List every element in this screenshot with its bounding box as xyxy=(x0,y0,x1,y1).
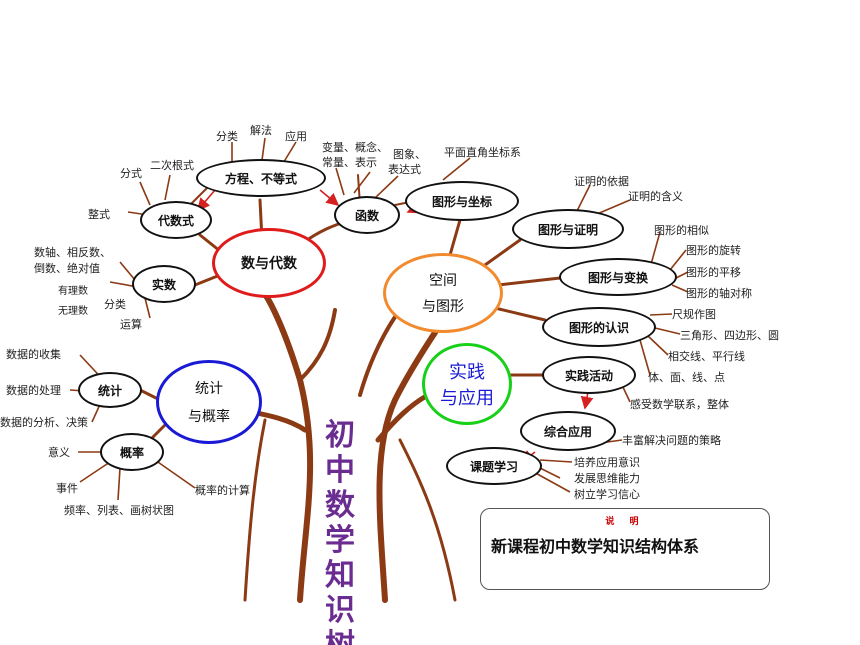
leaf-real-irrational: 无理数 xyxy=(58,306,88,317)
node-figures-recognition: 图形的认识 xyxy=(542,307,656,347)
leaf-real-rational: 有理数 xyxy=(58,286,88,297)
tree-title-char: 知 xyxy=(325,558,355,593)
node-probability: 概率 xyxy=(100,433,164,471)
leaf-proof-basis: 证明的依据 xyxy=(574,175,629,188)
leaf-stat-analyze: 数据的分析、决策 xyxy=(0,416,88,429)
tree-title-char: 数 xyxy=(325,488,355,523)
node-practice-line1: 实践 xyxy=(449,362,485,383)
leaf-stat-process: 数据的处理 xyxy=(6,384,61,397)
leaf-prob-event: 事件 xyxy=(56,482,78,495)
leaf-topic-3: 树立学习信心 xyxy=(574,488,640,501)
leaf-tf-axial: 图形的轴对称 xyxy=(686,287,752,300)
leaf-eq-solution: 解法 xyxy=(250,124,272,137)
node-real-numbers: 实数 xyxy=(132,265,196,303)
description-caption: 说 明 xyxy=(605,517,645,527)
node-space-geometry-line2: 与图形 xyxy=(422,299,464,315)
leaf-rc-lines: 相交线、平行线 xyxy=(668,350,745,363)
tree-title: 初 中 数 学 知 识 树 xyxy=(318,418,362,645)
leaf-fn-3: 图象、 xyxy=(393,148,426,161)
leaf-real-1: 数轴、相反数、 xyxy=(34,246,111,259)
leaf-stat-collect: 数据的收集 xyxy=(6,348,61,361)
leaf-rc-solid: 体、面、线、点 xyxy=(648,371,725,384)
leaf-topic-1: 培养应用意识 xyxy=(574,456,640,469)
tree-title-char: 树 xyxy=(318,628,362,645)
leaf-alg-radical: 二次根式 xyxy=(150,159,194,172)
node-functions: 函数 xyxy=(334,196,400,234)
leaf-fn-1: 变量、概念、 xyxy=(322,141,388,154)
node-number-algebra: 数与代数 xyxy=(212,228,326,298)
leaf-prob-freq: 频率、列表、画树状图 xyxy=(64,504,174,517)
leaf-real-2: 倒数、绝对值 xyxy=(34,262,100,275)
leaf-fn-2: 常量、表示 xyxy=(322,156,377,169)
node-algebraic-expr: 代数式 xyxy=(140,201,212,239)
leaf-real-classify: 分类 xyxy=(104,298,126,311)
node-space-geometry-line1: 空间 xyxy=(429,273,457,289)
leaf-tf-similar: 图形的相似 xyxy=(654,224,709,237)
leaf-act-feel: 感受数学联系，整体 xyxy=(630,398,729,411)
node-figures-transform: 图形与变换 xyxy=(559,258,677,296)
node-practice-application: 实践 与应用 xyxy=(422,343,512,425)
leaf-comp-strategy: 丰富解决问题的策略 xyxy=(622,434,721,447)
leaf-rc-shapes: 三角形、四边形、圆 xyxy=(680,329,779,342)
node-equations: 方程、不等式 xyxy=(196,159,326,197)
node-stats-line1: 统计 xyxy=(195,381,223,397)
node-practice-activity: 实践活动 xyxy=(542,356,636,394)
node-stats-line2: 与概率 xyxy=(188,409,230,425)
leaf-alg-fraction: 分式 xyxy=(120,167,142,180)
leaf-real-operate: 运算 xyxy=(120,318,142,331)
tree-title-char: 学 xyxy=(325,523,355,558)
description-box: 说 明 新课程初中数学知识结构体系 xyxy=(480,508,770,590)
leaf-eq-apply: 应用 xyxy=(285,130,307,143)
node-practice-line2: 与应用 xyxy=(440,388,494,409)
node-figures-proof: 图形与证明 xyxy=(512,209,624,249)
leaf-proof-meaning: 证明的含义 xyxy=(628,190,683,203)
leaf-eq-classify: 分类 xyxy=(216,130,238,143)
leaf-prob-meaning: 意义 xyxy=(48,446,70,459)
tree-title-char: 初 xyxy=(325,418,355,453)
node-statistics: 统计 xyxy=(78,372,142,408)
tree-title-char: 中 xyxy=(325,453,355,488)
leaf-topic-2: 发展思维能力 xyxy=(574,472,640,485)
leaf-tf-rotate: 图形的旋转 xyxy=(686,244,741,257)
leaf-fn-4: 表达式 xyxy=(388,163,421,176)
node-number-algebra-label: 数与代数 xyxy=(241,256,297,272)
node-space-geometry: 空间 与图形 xyxy=(383,253,503,333)
leaf-prob-calc: 概率的计算 xyxy=(195,484,250,497)
leaf-tf-translate: 图形的平移 xyxy=(686,266,741,279)
leaf-coord-plane: 平面直角坐标系 xyxy=(444,146,521,159)
tree-title-char: 识 xyxy=(325,593,355,628)
node-comprehensive-application: 综合应用 xyxy=(520,411,616,451)
node-stats-probability: 统计 与概率 xyxy=(156,360,262,444)
description-title: 新课程初中数学知识结构体系 xyxy=(491,537,700,556)
leaf-rc-ruler: 尺规作图 xyxy=(672,308,716,321)
node-figures-coordinates: 图形与坐标 xyxy=(405,181,519,221)
leaf-alg-integral: 整式 xyxy=(88,208,110,221)
node-topic-study: 课题学习 xyxy=(446,447,542,485)
